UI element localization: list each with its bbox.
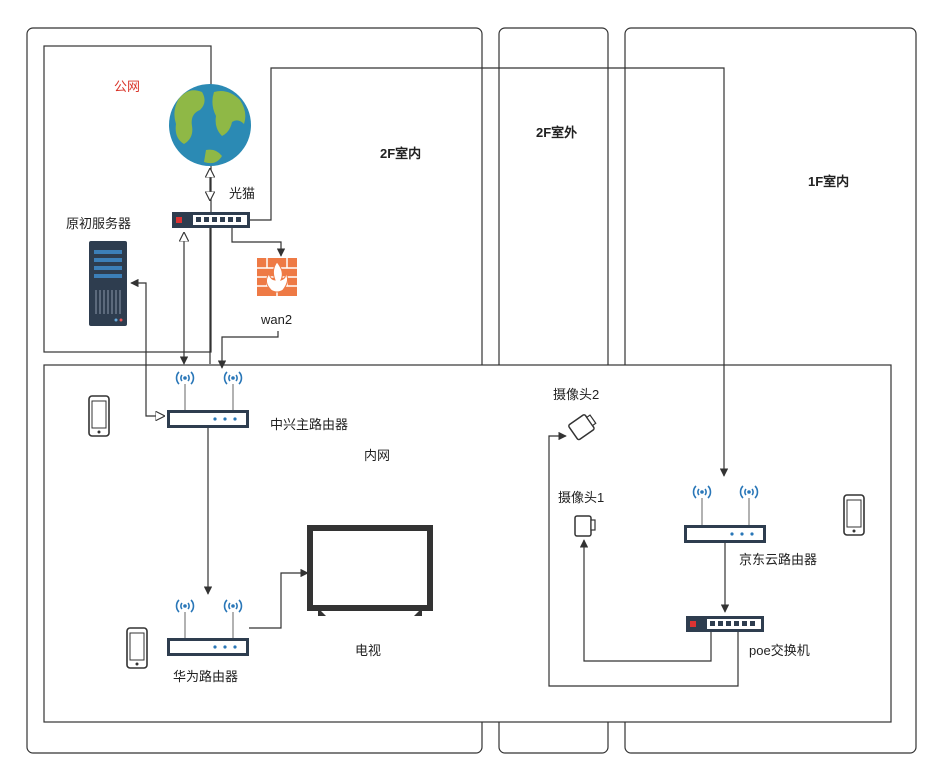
huawei-router-label: 华为路由器 [173, 669, 239, 684]
poe-switch-label: poe交换机 [749, 643, 810, 658]
server-icon [89, 241, 127, 326]
camera1-label: 摄像头1 [558, 490, 605, 505]
huawei-router-icon [167, 599, 249, 656]
floor1-indoor-label: 1F室内 [808, 174, 850, 189]
phone-icon [843, 494, 865, 536]
firewall-icon [257, 258, 297, 296]
tv-icon [307, 525, 433, 616]
poe-switch-icon [686, 616, 764, 632]
camera-icon [568, 414, 597, 441]
lan-zone-label: 内网 [364, 448, 391, 463]
floor2-outdoor-label: 2F室外 [536, 125, 578, 140]
modem-icon [172, 212, 250, 228]
phone-icon [88, 395, 110, 437]
camera-icon [574, 515, 596, 537]
public-zone-label: 公网 [114, 79, 141, 94]
phone-icon [126, 627, 148, 669]
jd-router-label: 京东云路由器 [739, 552, 818, 567]
globe-icon [169, 84, 251, 166]
zte-router-icon [167, 371, 249, 428]
zte-router-label: 中兴主路由器 [270, 417, 349, 432]
modem-label: 光猫 [229, 186, 256, 201]
firewall-label: wan2 [261, 312, 293, 327]
camera2-label: 摄像头2 [553, 387, 600, 402]
tv-label: 电视 [355, 643, 382, 658]
server-label: 原初服务器 [66, 216, 132, 231]
jd-router-icon [684, 485, 766, 543]
floor2-indoor-label: 2F室内 [380, 146, 422, 161]
